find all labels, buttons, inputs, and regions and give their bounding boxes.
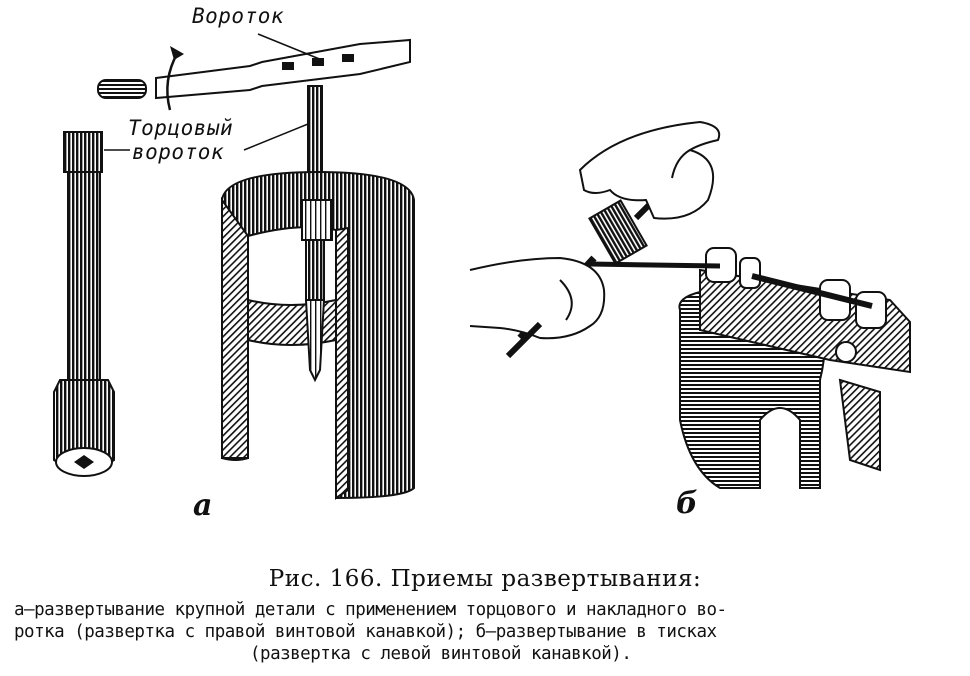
workpiece-cylinder bbox=[221, 170, 415, 500]
tap-wrench bbox=[97, 38, 411, 197]
end-wrench bbox=[53, 131, 115, 477]
figure-caption-line-3: (развертка с левой винтовой канавкой). bbox=[250, 644, 632, 664]
label-tortsovy-line1: Торцовый bbox=[128, 116, 234, 140]
panel-letter-a: а bbox=[193, 488, 213, 523]
lower-hand bbox=[469, 256, 606, 359]
label-vorotok: Вороток bbox=[192, 4, 285, 28]
upper-hand bbox=[578, 120, 721, 220]
figure-caption-line-2: ротка (развертка с правой винтовой канав… bbox=[14, 622, 717, 642]
vise-assembly bbox=[678, 247, 911, 489]
panel-letter-b: б bbox=[676, 486, 698, 521]
illustration bbox=[53, 33, 911, 500]
label-tortsovy-line2: вороток bbox=[132, 140, 225, 164]
figure-caption-line-1: а—развертывание крупной детали с примене… bbox=[14, 600, 727, 620]
figure-caption-title: Рис. 166. Приемы развертывания: bbox=[268, 566, 702, 592]
